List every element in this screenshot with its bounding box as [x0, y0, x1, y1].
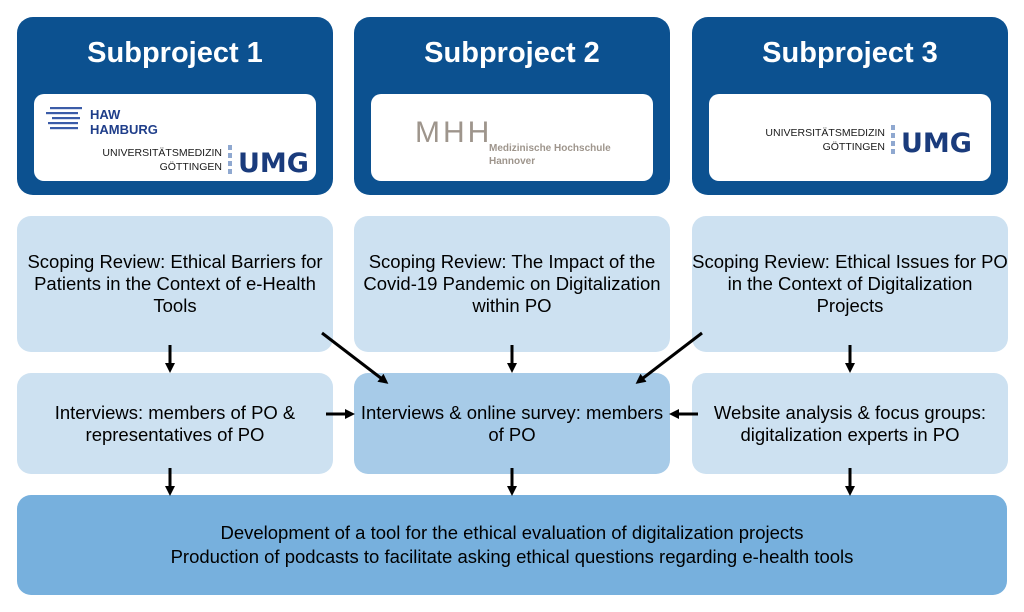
subproject-3-title: Subproject 3: [762, 37, 938, 69]
review-box-1: Scoping Review: Ethical Barriers for Pat…: [17, 216, 333, 352]
review-box-2: Scoping Review: The Impact of the Covid-…: [354, 216, 670, 352]
mhh-mark: MHH: [415, 116, 492, 149]
subproject-2-header: Subproject 2 MHH Medizinische Hochschule…: [354, 17, 670, 195]
review-3-line: Ethical Issues for PO in: [727, 251, 1008, 294]
outcome-box: Development of a tool for the ethical ev…: [17, 495, 1007, 595]
review-2-line: within PO: [472, 295, 552, 316]
haw-line2: HAMBURG: [90, 122, 158, 137]
review-1-line: Patients in the Context of: [34, 273, 241, 294]
umg-line2: GÖTTINGEN: [160, 161, 222, 173]
mhh-line1: Medizinische Hochschule: [489, 143, 611, 154]
method-3-line: digitalization experts in PO: [740, 423, 960, 445]
review-box-3: Scoping Review: Ethical Issues for PO in…: [692, 216, 1008, 352]
umg-line1: UNIVERSITÄTSMEDIZIN: [102, 147, 222, 159]
subproject-3-header: Subproject 3 UNIVERSITÄTSMEDIZIN GÖTTING…: [692, 17, 1008, 195]
subproject-2-logo-box: MHH Medizinische Hochschule Hannover: [371, 94, 653, 181]
umg-divider-icon: [228, 145, 232, 174]
method-box-3: Website analysis & focus groups: digital…: [692, 373, 1008, 474]
haw-line1: HAW: [90, 107, 121, 122]
umg-line2: GÖTTINGEN: [823, 141, 885, 153]
subproject-3-logo-box: UNIVERSITÄTSMEDIZIN GÖTTINGEN UMG: [709, 94, 991, 181]
method-2-line: Interviews & online survey:: [360, 401, 581, 423]
haw-stripes-icon: [46, 107, 82, 130]
review-3-line: Scoping Review:: [692, 251, 830, 272]
umg-mark: UMG: [238, 148, 309, 179]
subproject-1-header: Subproject 1 HAW HAMBURG UNIVERSITÄTSMED…: [17, 17, 333, 195]
subproject-1-title: Subproject 1: [87, 37, 263, 69]
method-1-line: Interviews: members of PO &: [54, 401, 296, 423]
review-3-line: Projects: [816, 295, 884, 316]
mhh-logo: MHH Medizinische Hochschule Hannover: [415, 116, 611, 167]
review-1-line: e-Health Tools: [153, 273, 316, 316]
umg-line1: UNIVERSITÄTSMEDIZIN: [765, 127, 885, 139]
umg-logo: UNIVERSITÄTSMEDIZIN GÖTTINGEN UMG: [765, 125, 972, 159]
review-1-line: Scoping Review:: [27, 251, 166, 272]
outcome-line-1: Development of a tool for the ethical ev…: [220, 522, 804, 543]
subproject-2-title: Subproject 2: [424, 37, 600, 69]
review-2-line: Scoping Review:: [368, 251, 507, 272]
review-2-line: Pandemic on Digitalization: [442, 273, 661, 294]
method-box-1: Interviews: members of PO & representati…: [17, 373, 333, 474]
mhh-line2: Hannover: [489, 156, 535, 167]
subproject-1-logo-box: HAW HAMBURG UNIVERSITÄTSMEDIZIN GÖTTINGE…: [34, 94, 316, 181]
method-1-line: representatives of PO: [85, 423, 265, 445]
review-1-line: Ethical Barriers for: [170, 251, 323, 272]
method-2-line: members of PO: [488, 401, 664, 445]
umg-mark: UMG: [901, 128, 972, 159]
outcome-line-2: Production of podcasts to facilitate ask…: [170, 546, 854, 567]
method-3-line: Website analysis & focus groups:: [713, 401, 987, 423]
review-2-line: The Impact of the Covid-19: [363, 251, 656, 294]
haw-umg-logo: HAW HAMBURG UNIVERSITÄTSMEDIZIN GÖTTINGE…: [46, 107, 309, 179]
review-3-line: the Context of Digitalization: [747, 273, 973, 294]
umg-divider-icon: [891, 125, 895, 154]
method-box-2: Interviews & online survey: members of P…: [354, 373, 670, 474]
